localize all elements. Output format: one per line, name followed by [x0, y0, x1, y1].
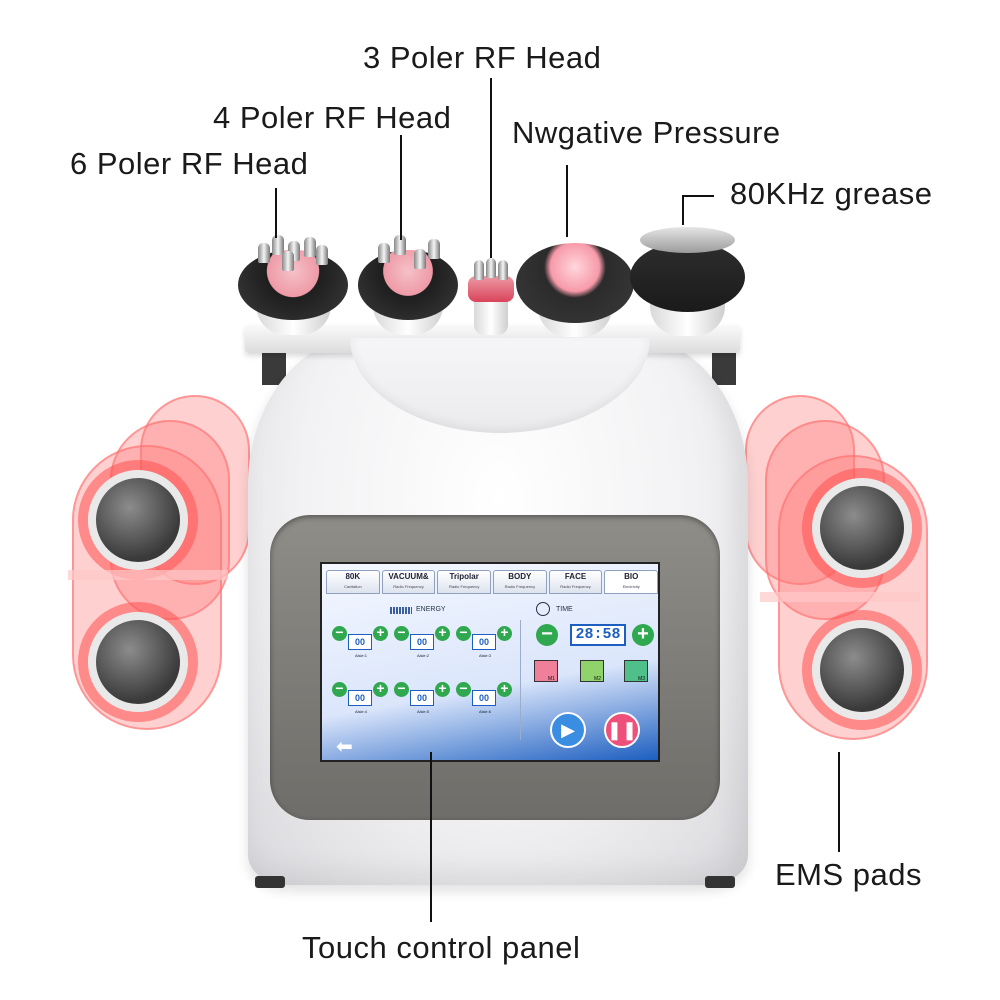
ems-electrode-lower-left [88, 612, 188, 712]
three-poler-rf-handpiece [466, 258, 516, 338]
aisle-1-control: − 00 + Aisle:1 [332, 625, 390, 666]
aisle-4-control: − 00 + Aisle:4 [332, 681, 390, 722]
label-nwgative-pressure: Nwgative Pressure [512, 115, 781, 150]
aisle-label: Aisle:5 [416, 709, 429, 714]
leader-80khz-horizontal [682, 195, 714, 197]
aisle-3-control: − 00 + Aisle:3 [456, 625, 514, 666]
aisle-2-control: − 00 + Aisle:2 [394, 625, 452, 666]
leader-6-poler [275, 188, 277, 238]
aisle-label: Aisle:6 [478, 709, 491, 714]
plus-icon[interactable]: + [373, 625, 388, 641]
minus-icon[interactable]: − [456, 625, 471, 641]
label-6-poler-rf-head: 6 Poler RF Head [70, 146, 309, 181]
aisle-value: 00 [472, 690, 496, 706]
ems-electrode-upper-right [812, 478, 912, 578]
six-poler-rf-handpiece [238, 235, 348, 340]
pad-holder-left [68, 570, 228, 580]
minus-icon[interactable]: − [332, 681, 347, 697]
leader-ems-pads [838, 752, 840, 852]
aisle-value: 00 [348, 634, 372, 650]
pause-button[interactable]: ❚❚ [604, 712, 640, 748]
energy-label: ENERGY [416, 606, 446, 613]
signal-bars-icon [390, 607, 412, 614]
aisle-label: Aisle:1 [354, 653, 367, 658]
ems-electrode-upper-left [88, 470, 188, 570]
mode-m1-button[interactable]: M1 [534, 660, 558, 682]
cavitation-handpiece [630, 222, 745, 340]
ems-electrode-lower-right [812, 620, 912, 720]
panel-divider [520, 620, 521, 740]
minus-icon[interactable]: − [332, 625, 347, 641]
four-poler-rf-handpiece [358, 235, 458, 340]
label-touch-control-panel: Touch control panel [302, 930, 581, 965]
plus-icon[interactable]: + [435, 681, 450, 697]
leader-negative-pressure [566, 165, 568, 237]
minus-icon[interactable]: − [456, 681, 471, 697]
label-4-poler-rf-head: 4 Poler RF Head [213, 100, 452, 135]
foot-left [255, 876, 285, 888]
leader-3-poler [490, 78, 492, 258]
mode-m3-button[interactable]: M3 [624, 660, 648, 682]
aisle-value: 00 [410, 634, 434, 650]
pause-icon: ❚❚ [606, 720, 638, 740]
label-80khz-grease: 80KHz grease [730, 176, 933, 211]
leader-touch-panel [430, 752, 432, 922]
minus-icon[interactable]: − [394, 625, 409, 641]
clock-check-icon [536, 602, 550, 616]
mode-m2-button[interactable]: M2 [580, 660, 604, 682]
aisle-6-control: − 00 + Aisle:6 [456, 681, 514, 722]
negative-pressure-handpiece [516, 235, 634, 340]
plus-icon[interactable]: + [497, 625, 512, 641]
aisle-label: Aisle:3 [478, 653, 491, 658]
foot-right [705, 876, 735, 888]
aisle-value: 00 [472, 634, 496, 650]
play-button[interactable]: ▶ [550, 712, 586, 748]
back-arrow-icon[interactable]: ⬅ [336, 736, 353, 758]
aisle-value: 00 [348, 690, 372, 706]
play-icon: ▶ [561, 720, 575, 740]
time-minus-button[interactable]: − [536, 624, 558, 646]
aisle-label: Aisle:4 [354, 709, 367, 714]
tab-vacuum[interactable]: VACUUM&Radio Frequency [381, 570, 436, 594]
plus-icon[interactable]: + [435, 625, 450, 641]
aisle-label: Aisle:2 [416, 653, 429, 658]
minus-icon[interactable]: − [394, 681, 409, 697]
aisle-5-control: − 00 + Aisle:5 [394, 681, 452, 722]
time-plus-button[interactable]: + [632, 624, 654, 646]
time-display: 28:58 [570, 624, 626, 646]
pad-holder-right [760, 592, 920, 602]
plus-icon[interactable]: + [373, 681, 388, 697]
time-label: TIME [556, 606, 573, 613]
leader-80khz-vertical [682, 195, 684, 225]
leader-4-poler [400, 135, 402, 240]
aisle-value: 00 [410, 690, 434, 706]
label-3-poler-rf-head: 3 Poler RF Head [363, 40, 602, 75]
label-ems-pads: EMS pads [775, 857, 923, 892]
plus-icon[interactable]: + [497, 681, 512, 697]
